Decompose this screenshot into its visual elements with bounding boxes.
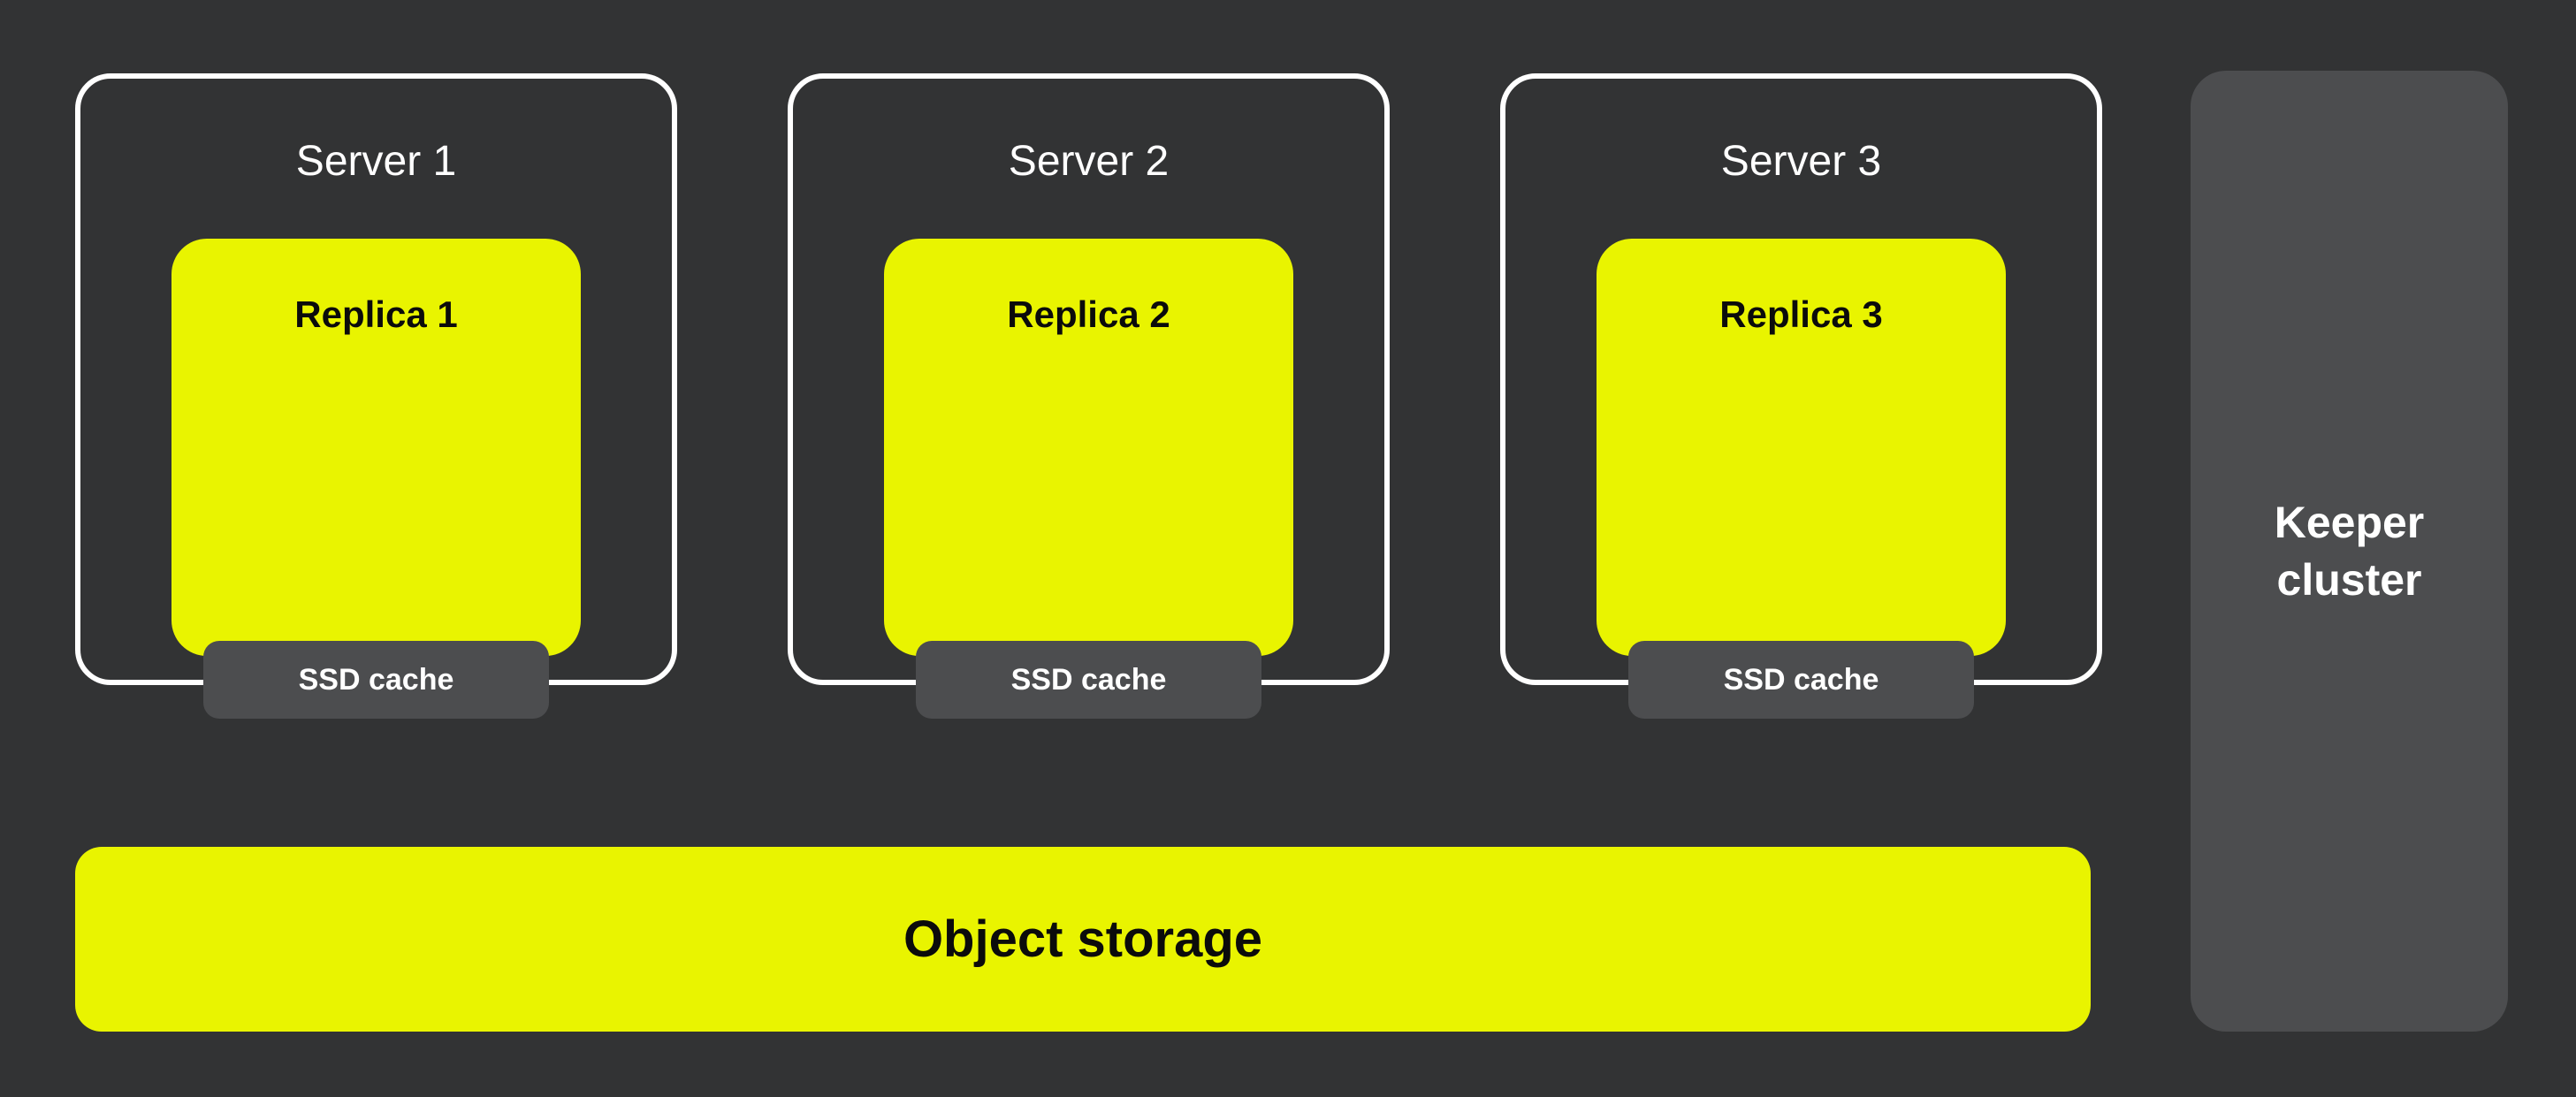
server-2-box: Server 2 Replica 2 SSD cache bbox=[788, 73, 1390, 719]
replica-2-label: Replica 2 bbox=[1007, 293, 1170, 335]
keeper-cluster-label-line1: Keeper bbox=[2274, 497, 2425, 547]
server-2-title: Server 2 bbox=[1008, 138, 1170, 185]
object-storage-bar: Object storage bbox=[75, 847, 2091, 1032]
server-3-box: Server 3 Replica 3 SSD cache bbox=[1500, 73, 2102, 719]
server-1-box: Server 1 Replica 1 SSD cache bbox=[75, 73, 677, 719]
server-1-title: Server 1 bbox=[295, 138, 457, 185]
ssd-cache-badge-3: SSD cache bbox=[1628, 641, 1974, 719]
replica-1-label: Replica 1 bbox=[294, 293, 458, 335]
ssd-cache-badge-2: SSD cache bbox=[916, 641, 1261, 719]
keeper-cluster-box: Keeper cluster bbox=[2191, 71, 2508, 1032]
replica-3-box: Replica 3 bbox=[1597, 239, 2006, 656]
replica-3-label: Replica 3 bbox=[1719, 293, 1883, 335]
keeper-cluster-label-line2: cluster bbox=[2276, 554, 2422, 605]
replica-2-box: Replica 2 bbox=[884, 239, 1293, 656]
object-storage-label: Object storage bbox=[903, 910, 1263, 968]
keeper-cluster-label: Keeper cluster bbox=[2275, 494, 2425, 609]
server-3-title: Server 3 bbox=[1720, 138, 1882, 185]
ssd-cache-badge-1: SSD cache bbox=[203, 641, 549, 719]
replica-1-box: Replica 1 bbox=[171, 239, 581, 656]
